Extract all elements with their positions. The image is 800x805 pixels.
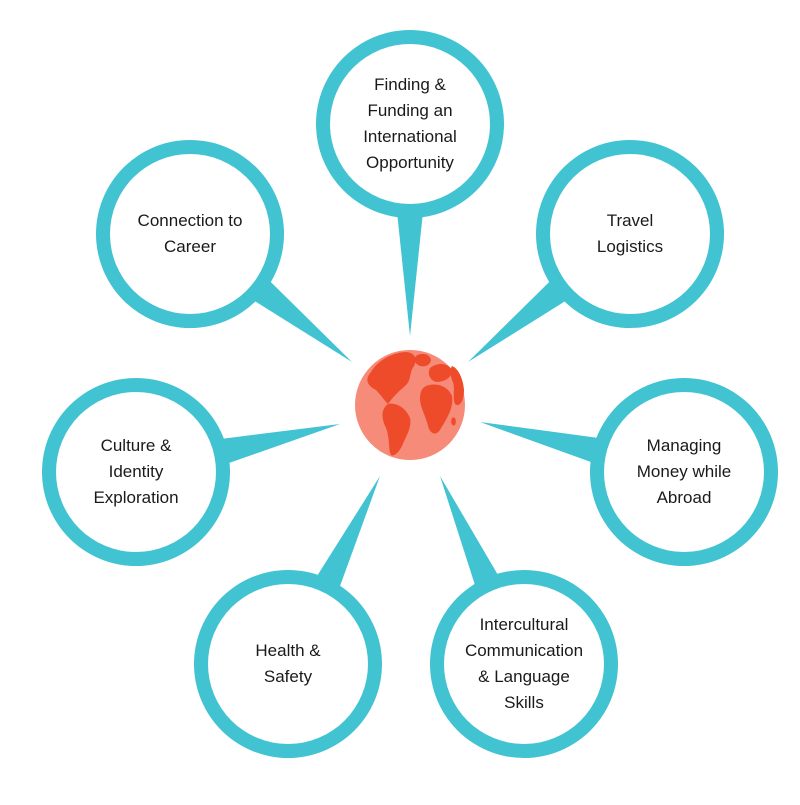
bubble-pointer [440,476,500,589]
bubble-label-finding-funding: Finding & Funding an International Oppor… [363,75,457,172]
bubble-pointer [397,212,423,336]
bubble-travel-logistics [468,140,724,362]
bubble-label-culture-identity: Culture & Identity Exploration [93,436,179,507]
bubble-inner [604,392,764,552]
bubble-pointer [480,422,602,464]
bubble-finding-funding [316,30,504,336]
bubbles-layer [42,30,778,758]
bubble-pointer [250,278,352,362]
globe-icon [355,350,465,460]
globe-continents [367,352,464,456]
bubble-label-intercultural-communication: Intercultural Communication & Language S… [464,615,584,712]
bubble-inner [56,392,216,552]
bubble-label-managing-money: Managing Money while Abroad [636,436,732,507]
bubble-inner [110,154,270,314]
bubble-health-safety [194,476,382,758]
bubble-pointer [218,424,340,465]
bubble-connection-career [96,140,352,362]
bubble-pointer [468,278,570,362]
bubble-inner [208,584,368,744]
bubble-inner [550,154,710,314]
bubble-inner [444,584,604,744]
bubble-managing-money [480,378,778,566]
bubble-culture-identity [42,378,340,566]
bubble-pointer [315,476,380,591]
bubble-label-travel-logistics: Travel Logistics [596,211,664,256]
bubble-label-connection-career: Connection to Career [137,211,243,256]
bubble-inner [330,44,490,204]
bubble-intercultural-communication [430,476,618,758]
bubble-label-health-safety: Health & Safety [255,641,321,686]
